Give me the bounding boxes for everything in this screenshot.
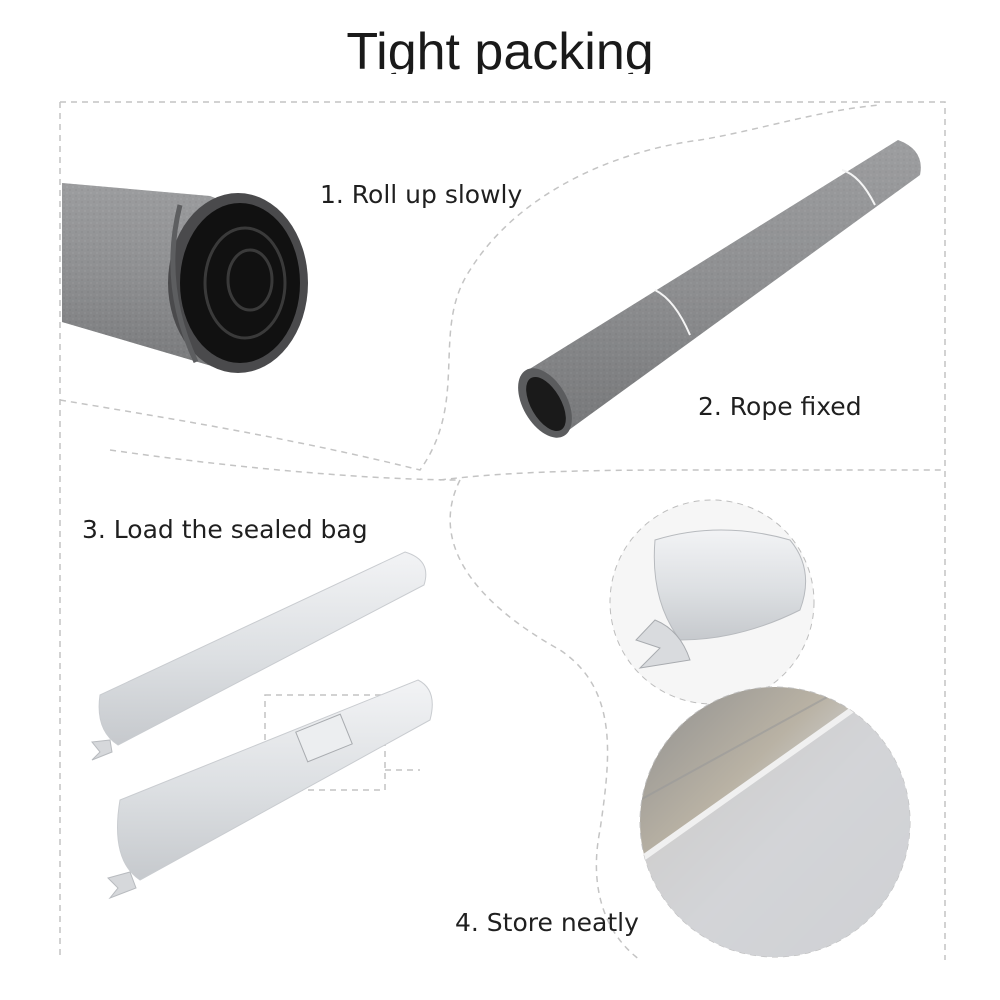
- step3-sealed-bag-roll-image: [91, 551, 433, 900]
- title-banner: Tight packing: [0, 12, 1000, 74]
- step-2-label: 2. Rope fixed: [698, 392, 862, 421]
- step-3-label: 3. Load the sealed bag: [82, 515, 368, 544]
- step2-rope-fixed-roll-image: [518, 140, 921, 438]
- step4-bag-material-closeup: [639, 686, 911, 958]
- step-1-label: 1. Roll up slowly: [320, 180, 523, 209]
- step1-rolled-felt-image: [62, 183, 308, 373]
- step4-sealed-end-closeup: [609, 499, 815, 705]
- dashed-guide-lines: [59, 101, 946, 961]
- page-title: Tight packing: [346, 23, 654, 74]
- step-4-label: 4. Store neatly: [455, 908, 639, 937]
